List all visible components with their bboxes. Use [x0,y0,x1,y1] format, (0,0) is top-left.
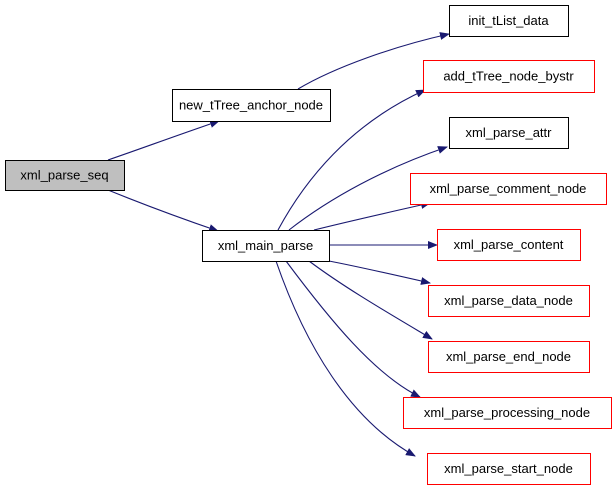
node-xml_parse_comment_node[interactable]: xml_parse_comment_node [410,173,607,205]
edge-xml_main_parse-to-xml_parse_comment_node [313,201,431,231]
node-label: xml_parse_start_node [444,461,573,476]
node-xml_parse_start_node[interactable]: xml_parse_start_node [427,453,591,485]
node-xml_parse_processing_node[interactable]: xml_parse_processing_node [403,397,612,429]
edge-new_tTree_anchor_node-to-init_tList_data [297,32,450,90]
node-box [427,453,591,485]
edge-xml_main_parse-to-xml_parse_start_node [275,260,416,457]
node-box [172,89,331,122]
node-label: xml_parse_comment_node [430,181,587,196]
node-label: xml_parse_content [454,237,564,252]
node-box [428,285,590,317]
node-box [403,397,612,429]
node-label: xml_parse_end_node [446,349,571,364]
node-xml_parse_data_node[interactable]: xml_parse_data_node [428,285,590,317]
node-box [202,230,330,262]
node-box [410,173,607,205]
node-box [428,341,590,373]
node-label: new_tTree_anchor_node [179,98,323,113]
edge-xml_parse_seq-to-xml_main_parse [107,189,219,232]
node-label: xml_parse_attr [466,125,553,140]
edge-xml_main_parse-to-xml_parse_processing_node [285,260,421,398]
node-label: xml_main_parse [218,238,313,253]
edges-layer [107,32,450,457]
node-xml_parse_attr[interactable]: xml_parse_attr [449,117,569,149]
edge-xml_main_parse-to-xml_parse_attr [288,146,448,231]
node-xml_parse_end_node[interactable]: xml_parse_end_node [428,341,590,373]
node-box [449,117,569,149]
node-label: xml_parse_processing_node [424,405,590,420]
node-init_tList_data[interactable]: init_tList_data [449,5,569,37]
node-box [437,229,581,261]
node-box [449,5,569,37]
edge-xml_main_parse-to-xml_parse_end_node [308,260,433,340]
node-label: xml_parse_data_node [444,293,573,308]
node-label: init_tList_data [468,13,549,28]
edge-xml_main_parse-to-xml_parse_data_node [328,260,431,285]
edge-xml_main_parse-to-add_tTree_node_bystr [277,89,426,231]
node-xml_parse_content[interactable]: xml_parse_content [437,229,581,261]
node-label: xml_parse_seq [20,168,108,183]
node-box [5,160,125,191]
nodes-layer: xml_parse_seq new_tTree_anchor_node xml_ma… [5,5,612,485]
node-xml_main_parse[interactable]: xml_main_parse [202,230,330,262]
node-xml_parse_seq[interactable]: xml_parse_seq [5,160,125,191]
node-label: add_tTree_node_bystr [443,69,574,84]
node-add_tTree_node_bystr[interactable]: add_tTree_node_bystr [423,60,595,93]
edge-xml_parse_seq-to-new_tTree_anchor_node [107,120,220,161]
node-box [423,60,595,93]
node-new_tTree_anchor_node[interactable]: new_tTree_anchor_node [172,89,331,122]
